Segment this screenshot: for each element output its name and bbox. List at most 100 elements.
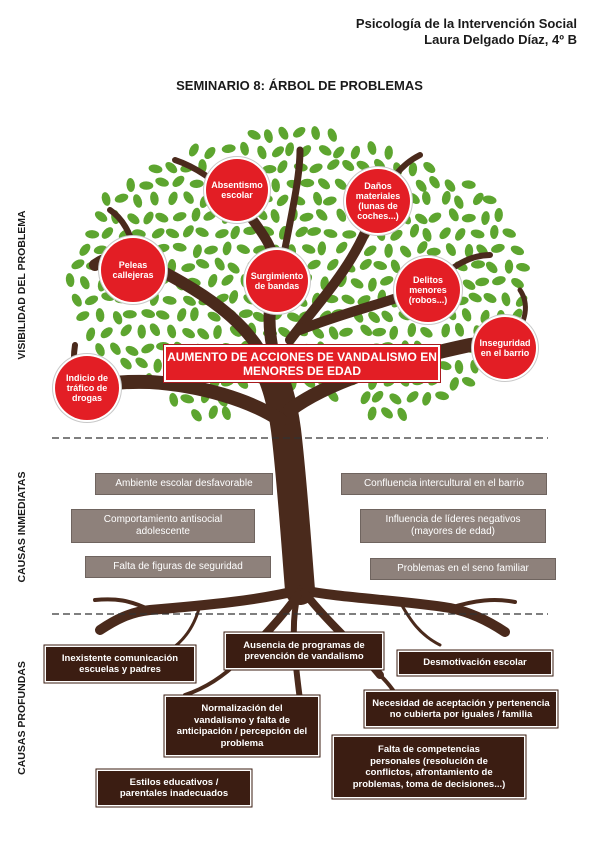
leaf: [94, 211, 108, 222]
leaf: [192, 244, 202, 259]
leaf: [271, 178, 280, 193]
leaf: [482, 195, 497, 205]
leaf: [155, 212, 169, 223]
leaf: [141, 343, 155, 354]
leaf: [155, 177, 169, 187]
leaf: [327, 159, 340, 170]
leaf: [214, 257, 225, 271]
leaf: [203, 210, 217, 221]
leaf: [127, 213, 140, 225]
leaf: [172, 242, 187, 252]
leaf: [307, 259, 321, 270]
leaf: [504, 259, 514, 274]
leaf: [441, 190, 451, 205]
leaf: [389, 393, 402, 405]
leaf: [336, 241, 348, 254]
leaf: [168, 191, 178, 206]
leaf: [230, 225, 240, 240]
leaf: [485, 261, 498, 274]
leaf: [276, 194, 289, 207]
leaf: [313, 191, 323, 206]
leaf: [215, 229, 229, 239]
leaf: [374, 158, 386, 171]
leaf: [516, 262, 530, 272]
leaf: [475, 277, 490, 287]
cause-seno-familiar: Problemas en el seno familiar: [370, 558, 556, 580]
leaf: [445, 243, 456, 257]
leaf: [252, 311, 266, 322]
leaf: [155, 310, 170, 320]
leaf: [322, 196, 337, 206]
leaf: [409, 223, 420, 238]
leaf: [483, 292, 497, 304]
deep-cause-aceptacion: Necesidad de aceptación y pertenencia no…: [366, 692, 556, 726]
leaf: [287, 312, 301, 322]
leaf: [71, 293, 82, 307]
leaf: [299, 212, 314, 222]
deep-cause-desmotivacion: Desmotivación escolar: [399, 652, 551, 674]
leaf: [481, 211, 490, 226]
leaf: [100, 327, 113, 339]
leaf: [334, 178, 347, 190]
leaf: [455, 228, 466, 241]
leaf: [381, 407, 393, 419]
leaf: [492, 276, 506, 286]
leaf: [390, 229, 403, 241]
leaf: [188, 143, 199, 157]
leaf: [422, 191, 431, 206]
leaf: [180, 394, 195, 404]
leaf: [461, 213, 476, 223]
leaf: [162, 296, 177, 305]
leaf: [278, 327, 291, 338]
leaf: [435, 391, 450, 401]
leaf: [423, 161, 436, 174]
leaf: [420, 326, 433, 338]
leaf: [213, 325, 222, 340]
leaf: [114, 193, 129, 203]
leaf: [236, 244, 250, 254]
leaf: [408, 162, 418, 177]
cause-ambiente-escolar: Ambiente escolar desfavorable: [95, 473, 273, 495]
leaf: [95, 343, 105, 357]
leaf: [165, 161, 178, 174]
leaf: [510, 245, 525, 256]
leaf: [183, 191, 194, 204]
leaf: [315, 209, 328, 221]
leaf: [167, 324, 177, 339]
leaf: [317, 241, 327, 256]
leaf: [208, 273, 218, 288]
leaf: [155, 243, 170, 253]
leaf: [307, 227, 322, 236]
leaf: [240, 141, 249, 156]
central-problem: AUMENTO DE ACCIONES DE VANDALISMO EN MEN…: [163, 344, 441, 383]
leaf: [312, 327, 325, 339]
leaf: [380, 276, 394, 286]
leaf: [190, 307, 199, 322]
leaf: [441, 323, 451, 338]
leaf: [277, 160, 288, 174]
leaf: [257, 145, 267, 160]
leaf: [150, 191, 159, 206]
leaf: [137, 324, 146, 339]
leaf: [367, 406, 377, 421]
leaf: [263, 129, 273, 143]
leaf: [165, 228, 180, 239]
leaf: [229, 290, 239, 304]
leaf: [247, 130, 261, 140]
leaf: [470, 229, 485, 239]
leaf: [407, 192, 420, 205]
leaf: [428, 212, 442, 223]
leaf: [359, 258, 372, 270]
leaf: [341, 294, 355, 305]
cause-comportamiento-antisocial: Comportamiento antisocial adolescente: [71, 509, 255, 543]
leaf: [183, 295, 196, 306]
leaf: [317, 178, 331, 190]
leaf: [126, 178, 135, 192]
leaf: [406, 391, 419, 403]
leaf: [191, 207, 201, 222]
leaf: [323, 229, 338, 238]
leaf: [153, 358, 162, 373]
leaf: [207, 311, 221, 322]
leaf: [131, 229, 146, 238]
leaf: [221, 274, 234, 286]
